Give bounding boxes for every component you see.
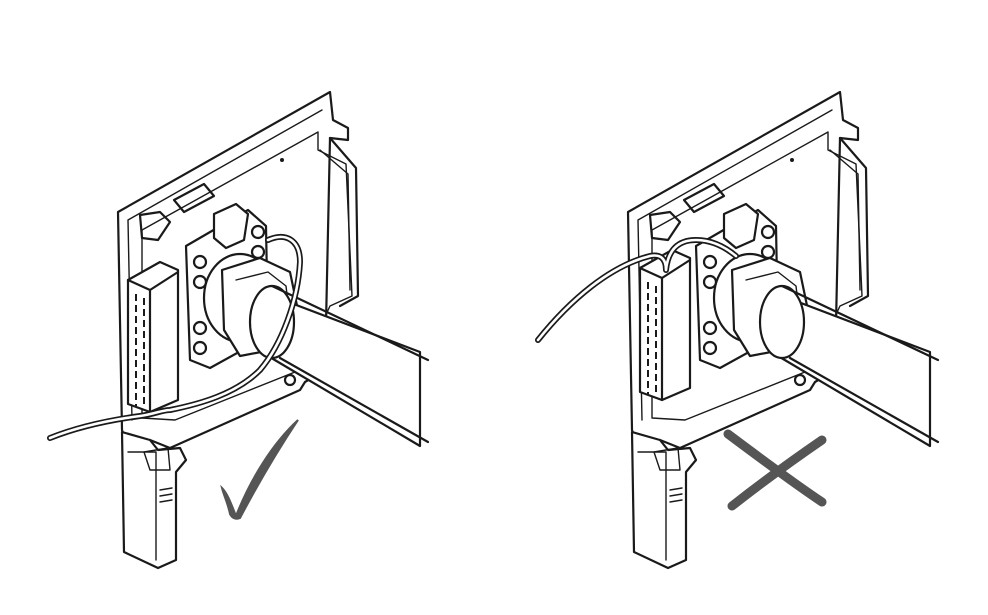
right-contact-block — [638, 248, 692, 402]
correct-installation-panel — [47, 90, 430, 570]
check-mark-icon — [220, 419, 299, 520]
left-cable-correct-routing — [47, 233, 303, 441]
right-cable-incorrect-routing — [535, 237, 739, 343]
left-contact-block — [126, 260, 180, 414]
cross-mark-icon — [723, 429, 827, 511]
incorrect-installation-panel — [535, 90, 940, 570]
